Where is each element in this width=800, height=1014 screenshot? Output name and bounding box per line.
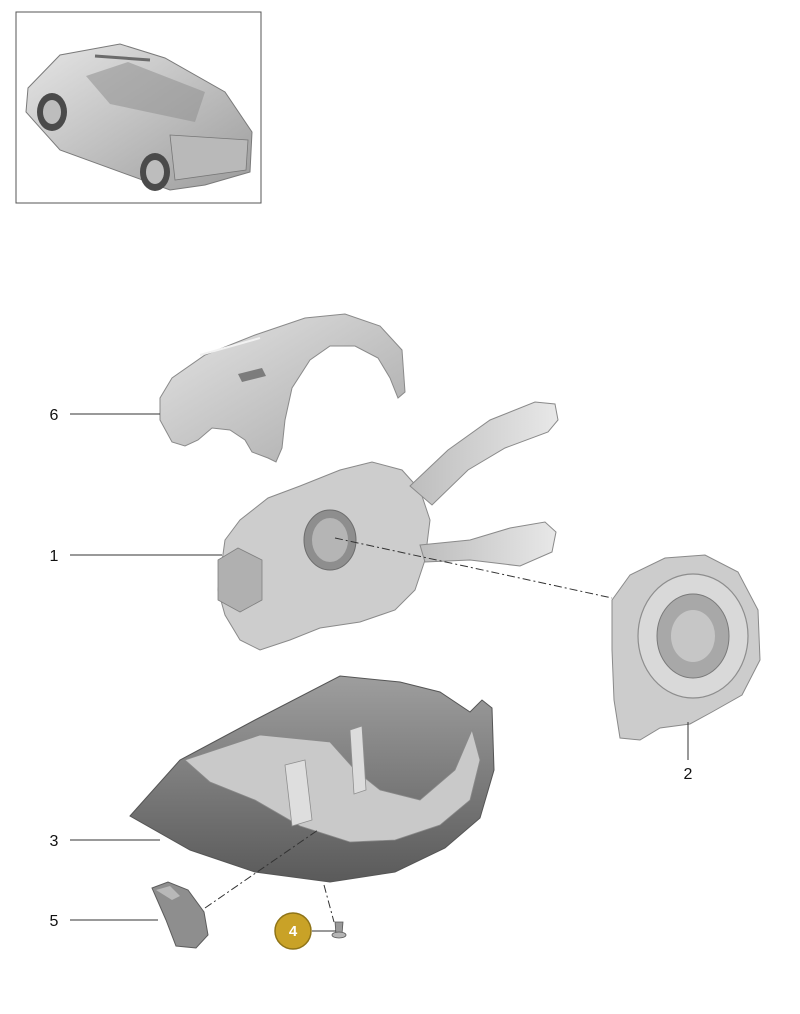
clock-spring-part[interactable] [611, 554, 761, 741]
callout-2: 2 [684, 766, 693, 783]
vehicle-thumbnail [15, 11, 262, 204]
assembly-axis-lines [204, 537, 613, 923]
lower-column-cover-part[interactable] [129, 675, 495, 883]
upper-column-cover-part[interactable] [159, 313, 406, 463]
callout-4: 4 [289, 923, 298, 940]
combination-switch-part[interactable] [217, 401, 559, 651]
car-rear-view-icon [25, 43, 253, 191]
callout-6: 6 [50, 407, 59, 424]
callout-4-badge[interactable]: 4 [274, 912, 312, 950]
leader-lines [70, 413, 689, 932]
screw-part[interactable] [331, 921, 347, 939]
callout-1: 1 [50, 548, 59, 565]
trim-cap-part[interactable] [151, 881, 209, 949]
callout-3: 3 [50, 833, 59, 850]
callout-5: 5 [50, 913, 59, 930]
